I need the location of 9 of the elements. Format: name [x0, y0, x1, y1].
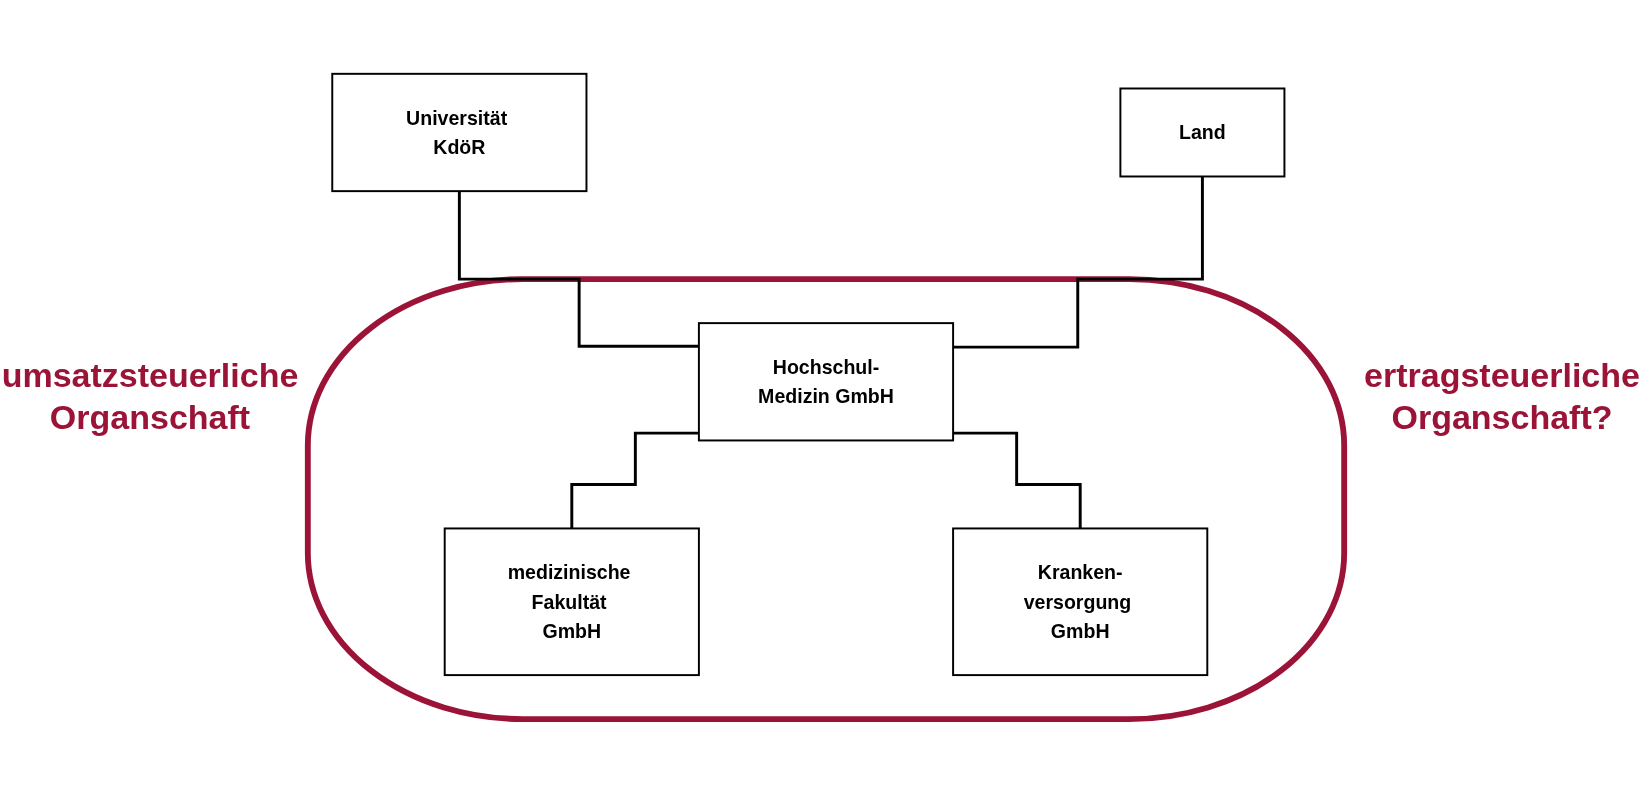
node-box: Kranken-versorgung GmbH [952, 527, 1209, 676]
node-box: Universität KdöR [331, 72, 588, 192]
connector [457, 189, 699, 348]
node-box: medizinische Fakultät GmbH [443, 527, 700, 676]
side-note: umsatzsteuerliche Organschaft [0, 354, 300, 438]
node-box: Land [1119, 87, 1286, 177]
cluster [304, 275, 1348, 722]
node-box: Hochschul-Medizin GmbH [697, 321, 955, 441]
side-note: ertragsteuerliche Organschaft? [1363, 354, 1641, 438]
